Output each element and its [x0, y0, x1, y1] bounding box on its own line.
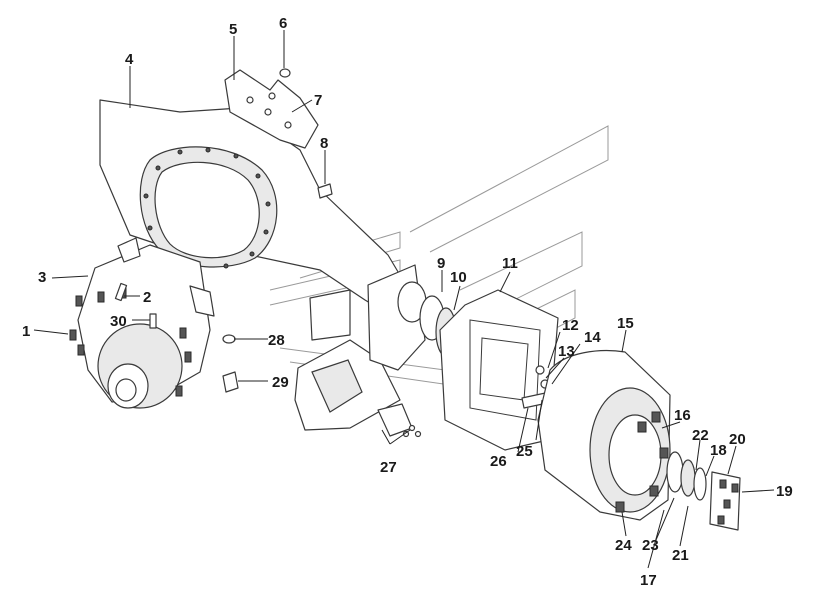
callout-10: 10 [450, 269, 467, 286]
callout-labels: 1 2 3 4 5 6 7 8 9 10 11 12 13 14 15 16 1… [22, 15, 793, 589]
axle-housing [99, 99, 411, 319]
callout-15: 15 [617, 315, 634, 332]
callout-20: 20 [729, 431, 746, 448]
callout-11: 11 [502, 255, 518, 272]
callout-18: 18 [710, 442, 727, 459]
callout-28: 28 [268, 332, 285, 349]
callout-2: 2 [143, 289, 151, 306]
callout-7: 7 [314, 92, 322, 109]
callout-16: 16 [674, 407, 691, 424]
callout-24: 24 [615, 537, 632, 554]
callout-5: 5 [229, 21, 237, 38]
end-cap-bolts [717, 479, 739, 525]
callout-29: 29 [272, 374, 289, 391]
drum-studs [615, 411, 669, 513]
seal-28 [222, 334, 236, 344]
callout-14: 14 [584, 329, 601, 346]
plug-29 [222, 371, 239, 393]
callout-26: 26 [490, 453, 507, 470]
callout-30: 30 [110, 313, 127, 330]
brake-drum [537, 350, 671, 521]
callout-6: 6 [279, 15, 287, 32]
callout-21: 21 [672, 547, 689, 564]
callout-27: 27 [380, 459, 397, 476]
callout-8: 8 [320, 135, 328, 152]
callout-25: 25 [516, 443, 533, 460]
callout-17: 17 [640, 572, 657, 589]
breather-8 [317, 183, 333, 199]
callout-3: 3 [38, 269, 46, 286]
differential-carrier [294, 264, 426, 431]
bracket-27 [377, 403, 422, 438]
callout-22: 22 [692, 427, 709, 444]
callout-9: 9 [437, 255, 445, 272]
brake-backing-plate [439, 289, 559, 451]
callout-13: 13 [558, 343, 575, 360]
callout-19: 19 [776, 483, 793, 500]
top-bracket [224, 69, 319, 149]
left-hub-assembly [69, 237, 215, 409]
leader-lines [33, 30, 775, 569]
o-ring-6 [279, 68, 291, 78]
callout-12: 12 [562, 317, 579, 334]
callout-4: 4 [125, 51, 134, 68]
hub-end-parts [666, 451, 741, 531]
callout-1: 1 [22, 323, 30, 340]
callout-23: 23 [642, 537, 659, 554]
